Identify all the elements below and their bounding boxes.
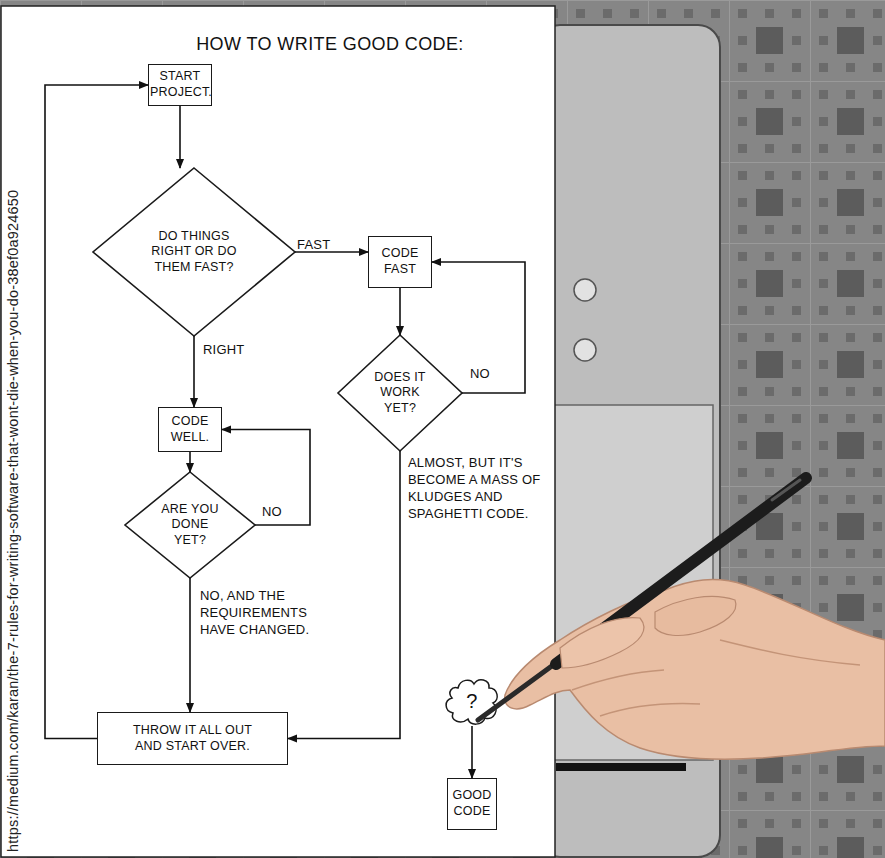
cloud-outline	[446, 680, 497, 724]
decision-diamond: DO THINGS RIGHT OR DO THEM FAST?	[93, 168, 295, 336]
node-text: THROW IT ALL OUT AND START OVER.	[123, 723, 263, 754]
hand-crease	[572, 640, 860, 716]
flow-arrow	[189, 452, 191, 472]
pen-clip	[772, 480, 800, 500]
chart-title: HOW TO WRITE GOOD CODE:	[160, 33, 500, 56]
process-box: CODE WELL.	[158, 407, 222, 452]
decision-diamond: DOES IT WORK YET?	[338, 335, 462, 451]
edge-label: NO	[262, 504, 302, 521]
flow-arrow	[471, 726, 473, 778]
tablet-button	[574, 279, 596, 301]
node-text: GOOD CODE	[449, 788, 495, 819]
flow-arrow	[432, 262, 525, 393]
flow-arrow	[399, 288, 401, 335]
flow-arrow	[45, 85, 148, 739]
node-text: CODE FAST	[371, 246, 429, 277]
comic-panel	[1, 6, 555, 857]
diamond-outline	[125, 472, 255, 578]
flow-arrow	[222, 430, 310, 526]
flow-arrow	[189, 578, 191, 712]
pen-body	[556, 478, 806, 664]
flow-arrow	[288, 451, 400, 739]
flow-arrow	[179, 106, 181, 168]
finger-shape	[560, 618, 644, 668]
node-text: CODE WELL.	[161, 414, 219, 445]
flow-arrow	[295, 251, 368, 253]
edge-label: FAST	[297, 237, 357, 254]
process-box: THROW IT ALL OUT AND START OVER.	[97, 712, 288, 765]
node-text: DOES IT WORK YET?	[369, 370, 431, 417]
process-box: CODE FAST	[368, 236, 432, 288]
node-text: ARE YOU DONE YET?	[154, 502, 226, 549]
node-text: ?	[466, 689, 477, 714]
tablet-panel	[548, 405, 713, 760]
edge-label: NO	[470, 366, 510, 383]
end-box: GOOD CODE	[447, 778, 497, 830]
unknown-cloud: ?	[444, 676, 500, 726]
diamond-outline	[93, 168, 295, 336]
diamond-outline	[338, 335, 462, 451]
start-box: START PROJECT.	[148, 64, 212, 106]
node-text: DO THINGS RIGHT OR DO THEM FAST?	[142, 229, 246, 276]
pen-tip	[478, 660, 560, 720]
tablet-button	[574, 339, 596, 361]
tablet-bar	[556, 763, 686, 771]
node-text: START PROJECT.	[150, 69, 210, 100]
tablet-body	[538, 25, 720, 857]
edge-label: ALMOST, BUT IT'S BECOME A MASS OF KLUDGE…	[408, 455, 542, 523]
source-url: https://medium.com/karan/the-7-rules-for…	[4, 37, 22, 852]
flow-arrow	[193, 336, 195, 407]
hand-shape	[505, 580, 885, 760]
edge-label: RIGHT	[203, 342, 273, 359]
edge-label: NO, AND THE REQUIREMENTS HAVE CHANGED.	[200, 588, 322, 639]
thumb-shape	[655, 596, 736, 635]
decision-diamond: ARE YOU DONE YET?	[125, 472, 255, 578]
tablet-key	[640, 728, 680, 746]
